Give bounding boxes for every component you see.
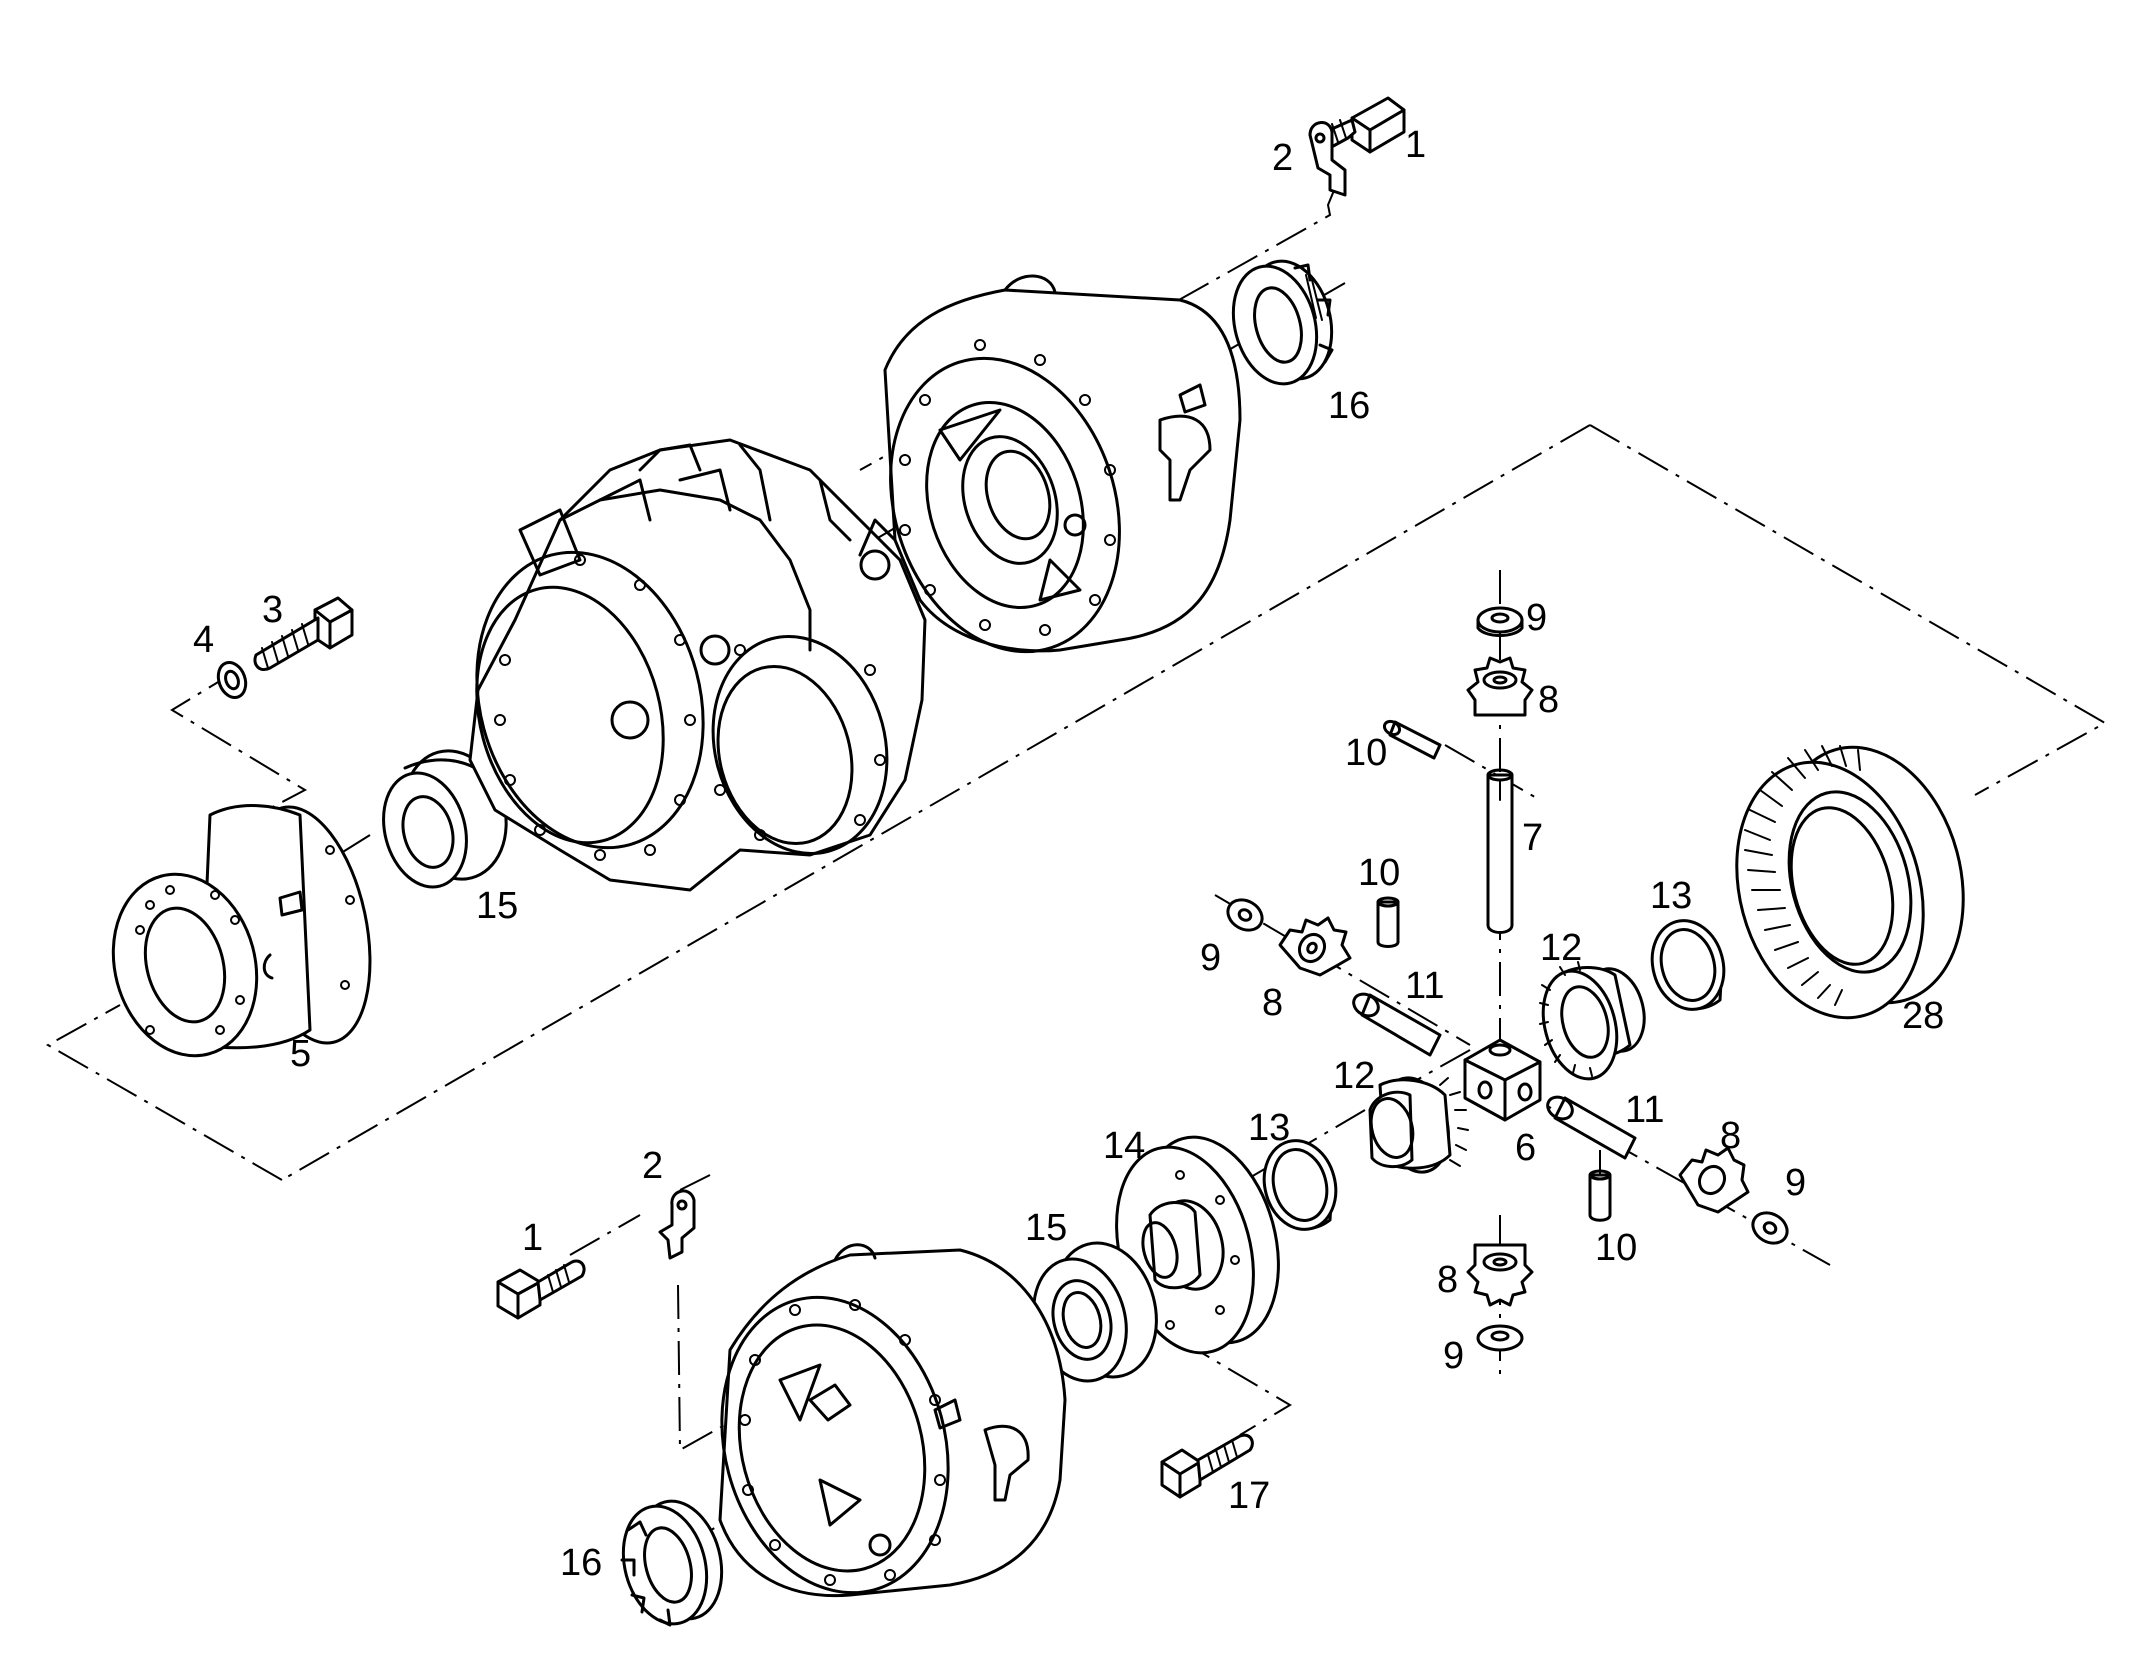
ring-gear-part-28 xyxy=(1735,745,1965,1020)
callout-part-15-lower: 15 xyxy=(1025,1207,1067,1249)
callout-part-1-upper: 1 xyxy=(1405,124,1426,166)
callout-part-12-upper: 12 xyxy=(1540,927,1582,969)
callout-part-4: 4 xyxy=(193,619,214,661)
thrust-washer-part-9-left xyxy=(1226,898,1264,932)
callout-part-9-top: 9 xyxy=(1526,597,1547,639)
adjusting-nut-part-16-upper xyxy=(1231,259,1334,386)
callout-part-2-lower: 2 xyxy=(642,1145,663,1187)
callout-part-10-lower: 10 xyxy=(1595,1227,1637,1269)
pinion-gear-part-8-left xyxy=(1278,916,1352,977)
bushing-part-13-lower xyxy=(1262,1139,1338,1231)
callout-part-14: 14 xyxy=(1103,1125,1145,1167)
side-gear-part-12-upper xyxy=(1539,961,1646,1081)
callout-part-10-middle: 10 xyxy=(1358,852,1400,894)
callout-part-9-right: 9 xyxy=(1785,1162,1806,1204)
callout-part-1-lower: 1 xyxy=(522,1217,543,1259)
bolt-part-17 xyxy=(1160,1433,1254,1499)
callout-part-2-upper: 2 xyxy=(1272,137,1293,179)
spider-block-part-6 xyxy=(1463,1038,1542,1122)
callout-part-6: 6 xyxy=(1515,1127,1536,1169)
side-gear-part-12-lower xyxy=(1368,1076,1469,1174)
pinion-gear-part-8-right xyxy=(1678,1146,1750,1214)
thrust-washer-part-9-bottom xyxy=(1476,1324,1524,1352)
callout-part-15-upper: 15 xyxy=(476,885,518,927)
callout-part-8-right: 8 xyxy=(1720,1115,1741,1157)
callout-part-8-left: 8 xyxy=(1262,982,1283,1024)
callout-part-8-top: 8 xyxy=(1538,679,1559,721)
callout-part-13-lower: 13 xyxy=(1248,1107,1290,1149)
callout-part-11-right: 11 xyxy=(1625,1089,1664,1131)
callout-labels: 1 2 16 3 4 5 15 9 8 10 7 10 9 8 11 12 13… xyxy=(193,124,1944,1584)
pin-part-10-middle xyxy=(1376,896,1400,948)
shaft-part-11-right xyxy=(1546,1095,1637,1160)
flange-hub-part-5 xyxy=(111,804,372,1058)
callout-part-16-lower: 16 xyxy=(560,1542,602,1584)
callout-part-17: 17 xyxy=(1228,1475,1270,1517)
pin-part-10-top xyxy=(1382,719,1442,760)
bolt-part-3 xyxy=(253,596,354,671)
bolt-part-1-lower xyxy=(496,1259,586,1320)
callout-part-9-bottom: 9 xyxy=(1443,1335,1464,1377)
pinion-gear-part-8-bottom xyxy=(1466,1243,1534,1307)
differential-carrier-upper xyxy=(883,274,1242,654)
thrust-washer-part-9-right xyxy=(1751,1211,1789,1245)
cross-shaft-part-7 xyxy=(1486,768,1514,934)
callout-part-5: 5 xyxy=(290,1033,311,1075)
lock-tab-part-2-lower xyxy=(658,1189,696,1260)
shaft-part-11-left xyxy=(1352,992,1442,1057)
callout-part-28: 28 xyxy=(1902,995,1944,1037)
callout-part-7: 7 xyxy=(1522,817,1543,859)
callout-part-9-left: 9 xyxy=(1200,937,1221,979)
adjusting-nut-part-16-lower xyxy=(620,1499,724,1627)
callout-part-8-bottom: 8 xyxy=(1437,1259,1458,1301)
callout-part-16-upper: 16 xyxy=(1328,385,1370,427)
callout-part-10-top: 10 xyxy=(1345,732,1387,774)
callout-part-11-left: 11 xyxy=(1405,965,1444,1007)
bearing-part-15-lower xyxy=(1032,1241,1158,1383)
thrust-washer-part-9-top xyxy=(1476,606,1524,637)
bushing-part-13-upper xyxy=(1650,919,1726,1011)
callout-part-12-lower: 12 xyxy=(1333,1055,1375,1097)
differential-carrier-lower xyxy=(718,1243,1067,1598)
callout-part-13-upper: 13 xyxy=(1650,875,1692,917)
lock-tab-part-2-upper xyxy=(1308,121,1347,197)
axle-housing-main xyxy=(468,438,927,892)
callout-part-3: 3 xyxy=(262,589,283,631)
pinion-gear-part-8-top xyxy=(1466,656,1534,717)
washer-part-4 xyxy=(216,661,248,699)
pin-part-10-lower xyxy=(1588,1169,1612,1222)
